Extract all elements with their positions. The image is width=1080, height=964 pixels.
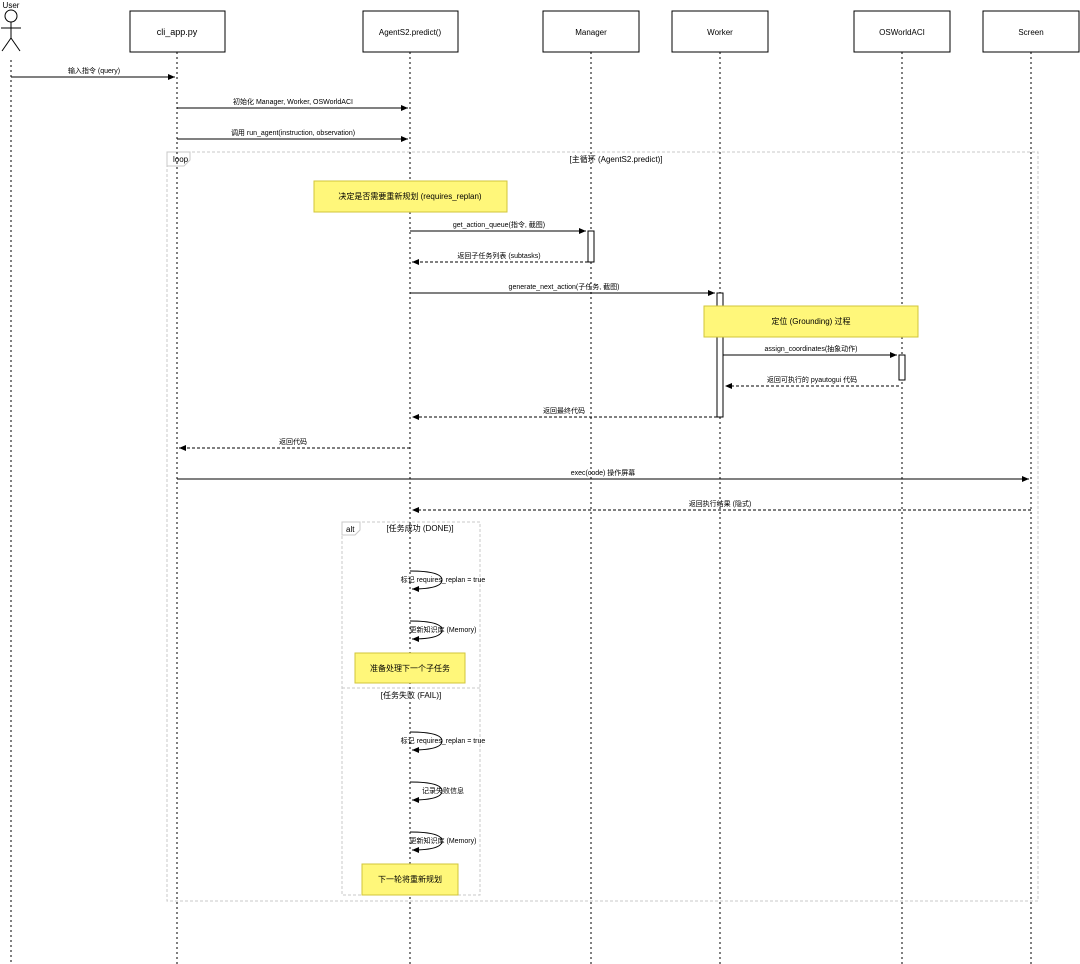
loop-tag: loop (173, 155, 189, 164)
message-return-pyautogui: 返回可执行的 pyautogui 代码 (725, 375, 899, 389)
user-actor: User (1, 1, 21, 52)
alt-guard-fail: [任务失败 (FAIL)] (381, 690, 441, 700)
message-init: 初始化 Manager, Worker, OSWorldACI (177, 97, 408, 111)
self-message-label: 记录失败信息 (422, 786, 464, 795)
participant-label: Worker (707, 28, 733, 37)
participant-manager: Manager (542, 10, 640, 53)
alt-tag: alt (346, 525, 355, 534)
aci-activation (898, 354, 906, 381)
participant-screen: Screen (982, 10, 1080, 53)
self-message-label: 标记 requires_replan = true (401, 575, 486, 584)
message-label: exec(code) 操作屏幕 (571, 468, 636, 477)
message-label: get_action_queue(指令, 截图) (453, 220, 545, 229)
note-replan-next-round: 下一轮将重新规划 (361, 863, 459, 896)
message-label: 初始化 Manager, Worker, OSWorldACI (233, 97, 353, 106)
participant-label: cli_app.py (157, 27, 198, 37)
note-decide-replan: 决定是否需要重新规划 (requires_replan) (313, 180, 508, 213)
message-label: 调用 run_agent(instruction, observation) (231, 128, 355, 137)
participant-cli: cli_app.py (129, 10, 226, 53)
self-message-mark-replan-success: 标记 requires_replan = true (401, 570, 486, 592)
self-message-update-memory-success: 更新知识库 (Memory) (410, 620, 477, 642)
message-input-query: 输入指令 (query) (11, 66, 175, 80)
message-label: 返回子任务列表 (subtasks) (457, 251, 540, 260)
self-message-update-memory-fail: 更新知识库 (Memory) (410, 831, 477, 853)
message-label: 返回最终代码 (543, 406, 585, 415)
message-label: 返回执行结果 (隐式) (689, 499, 752, 508)
message-return-final-code: 返回最终代码 (412, 406, 717, 420)
message-return-result: 返回执行结果 (隐式) (412, 499, 1031, 513)
loop-frame: loop [主循环 (AgentS2.predict)] (166, 151, 1039, 902)
self-message-label: 更新知识库 (Memory) (410, 836, 477, 845)
manager-activation (587, 230, 595, 263)
note-text: 下一轮将重新规划 (378, 874, 442, 884)
message-return-subtasks: 返回子任务列表 (subtasks) (412, 251, 588, 265)
alt-guard-success: [任务成功 (DONE)] (386, 523, 453, 533)
note-text: 定位 (Grounding) 过程 (771, 316, 850, 326)
self-message-mark-replan-fail: 标记 requires_replan = true (401, 731, 486, 753)
message-label: 返回代码 (279, 437, 307, 446)
self-message-record-failure: 记录失败信息 (409, 781, 464, 803)
message-assign-coordinates: assign_coordinates(抽象动作) (723, 344, 897, 358)
participant-label: OSWorldACI (879, 28, 925, 37)
note-text: 决定是否需要重新规划 (requires_replan) (338, 191, 481, 201)
loop-guard: [主循环 (AgentS2.predict)] (570, 154, 663, 164)
participant-label: Manager (575, 28, 607, 37)
note-grounding: 定位 (Grounding) 过程 (703, 305, 919, 338)
message-exec-code: exec(code) 操作屏幕 (177, 468, 1029, 482)
participant-label: Screen (1018, 28, 1043, 37)
participant-agent: AgentS2.predict() (362, 10, 459, 53)
note-text: 准备处理下一个子任务 (370, 663, 450, 673)
message-label: 返回可执行的 pyautogui 代码 (767, 375, 857, 384)
message-generate-next-action: generate_next_action(子任务, 截图) (410, 282, 715, 296)
lifelines (10, 52, 1032, 964)
user-label: User (3, 1, 20, 10)
participant-worker: Worker (671, 10, 769, 53)
note-next-subtask: 准备处理下一个子任务 (354, 652, 466, 684)
message-label: assign_coordinates(抽象动作) (765, 344, 858, 353)
self-message-label: 更新知识库 (Memory) (410, 625, 477, 634)
participant-label: AgentS2.predict() (379, 28, 442, 37)
participant-osworldaci: OSWorldACI (853, 10, 951, 53)
message-run-agent: 调用 run_agent(instruction, observation) (177, 128, 408, 142)
message-label: generate_next_action(子任务, 截图) (509, 282, 620, 291)
message-get-action-queue: get_action_queue(指令, 截图) (410, 220, 586, 234)
message-label: 输入指令 (query) (68, 66, 120, 75)
message-return-code: 返回代码 (179, 437, 410, 451)
self-message-label: 标记 requires_replan = true (401, 736, 486, 745)
